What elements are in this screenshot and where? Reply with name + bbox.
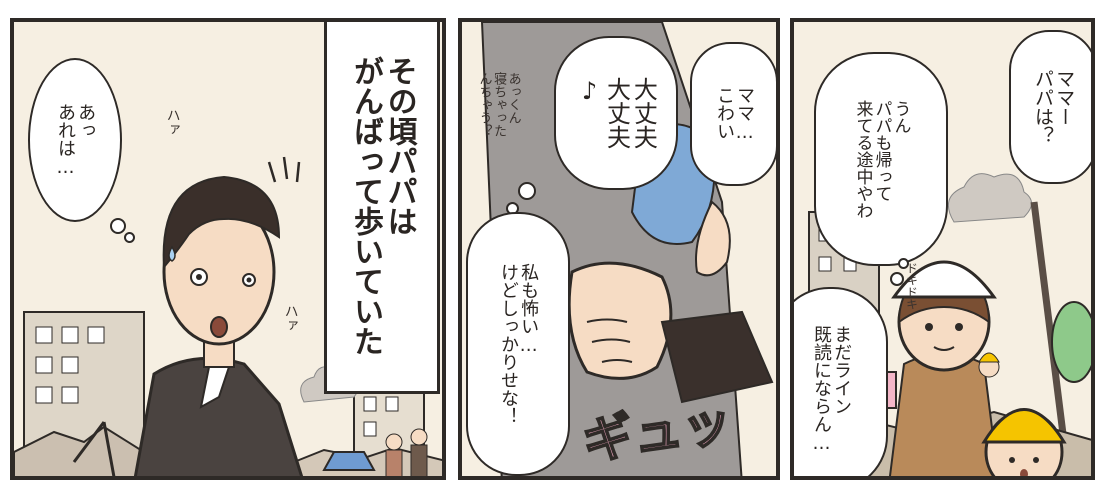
thought-dot (110, 218, 126, 234)
speech-bubble-mother: うん パパも帰って 来てる途中やわ (814, 52, 948, 266)
thought-text-father: あっ あれは… (55, 102, 97, 178)
panel3-art (794, 173, 1091, 476)
thought-dot (518, 182, 536, 200)
thought-bubble-mother: 私も怖い… けどしっかりせな！ (466, 212, 570, 476)
speech-text-child: ママー パパは？ (1032, 69, 1076, 145)
panel-mother-child-street: ママー パパは？ うん パパも帰って 来てる途中やわ ドキドキ まだライン 既読… (790, 18, 1095, 480)
thought-text-mother: 私も怖い… けどしっかりせな！ (498, 263, 540, 425)
thought-text-line: まだライン 既読にならん… (811, 324, 853, 454)
side-note-text: あっくん 寝ちゃった んちゃう？ (476, 72, 521, 137)
thought-dot (890, 272, 904, 286)
sfx-ha-2: ハァ (282, 304, 299, 332)
thought-dot (898, 258, 909, 269)
thought-bubble-father: あっ あれは… (28, 58, 122, 222)
panel-father-walking: その頃パパは がんばって歩いていた あっ あれは… ハァ ハァ (10, 18, 446, 480)
thought-text-daijoubu: 大丈夫 大丈夫 ♪ (575, 77, 658, 149)
speech-bubble-child: ママ… こわい (690, 42, 776, 186)
panel-mother-child-hands: ママ… こわい 大丈夫 大丈夫 ♪ あっくん 寝ちゃった んちゃう？ 私も怖い…… (458, 18, 780, 480)
speech-bubble-child: ママー パパは？ (1009, 30, 1091, 184)
speech-text-mother: うん パパも帰って 来てる途中やわ (852, 99, 911, 219)
narration-text: その頃パパは がんばって歩いていた (348, 56, 417, 356)
sfx-ha-1: ハァ (164, 108, 181, 136)
thought-bubble-line: まだライン 既読にならん… (794, 287, 888, 476)
sfx-doki: ドキドキ (904, 262, 919, 310)
thought-dot (124, 232, 135, 243)
thought-bubble-daijoubu: 大丈夫 大丈夫 ♪ (554, 36, 678, 190)
speech-text-child: ママ… こわい (714, 85, 756, 143)
narration-caption: その頃パパは がんばって歩いていた (324, 22, 440, 394)
